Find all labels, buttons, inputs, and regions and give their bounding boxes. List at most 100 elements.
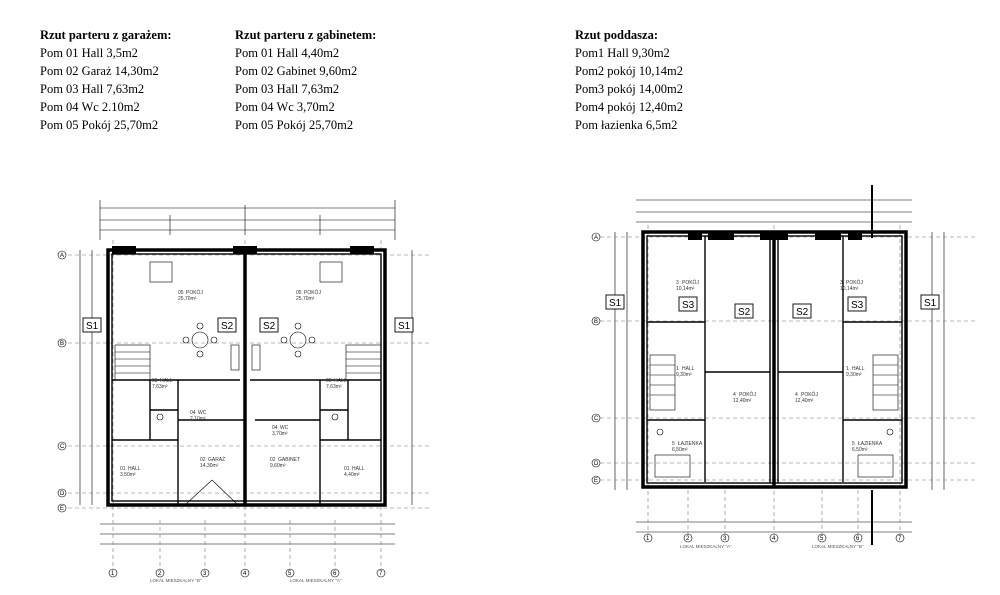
section-marker: S2: [259, 317, 279, 333]
lokal-label: LOKAL MIESZKALNY "B": [812, 544, 864, 549]
legend-item: Pom 02 Gabinet 9,60m2: [235, 64, 358, 78]
section-marker: S1: [394, 317, 414, 333]
lokal-label: LOKAL MIESZKALNY "A": [680, 544, 732, 549]
svg-text:S3: S3: [851, 300, 864, 311]
svg-text:9,30m²: 9,30m²: [676, 372, 692, 378]
axis-row-labels: A B C D E: [57, 250, 67, 513]
svg-text:02: 02: [270, 457, 276, 463]
svg-text:POKÓJ: POKÓJ: [739, 391, 756, 398]
section-marker: S1: [605, 294, 625, 310]
svg-text:HALL: HALL: [852, 366, 865, 372]
svg-text:1: 1: [111, 571, 115, 577]
svg-text:GABINET: GABINET: [278, 457, 300, 463]
svg-text:3,70m²: 3,70m²: [272, 431, 288, 437]
legend-ground-office: Rzut parteru z gabinetem: Pom 01 Hall 4,…: [235, 26, 376, 134]
svg-text:6,50m²: 6,50m²: [672, 447, 688, 453]
svg-text:C: C: [594, 416, 599, 422]
svg-text:HALL: HALL: [160, 378, 173, 384]
legend-item: Pom 04 Wc 2.10m2: [40, 100, 140, 114]
svg-text:B: B: [594, 319, 598, 325]
legend-item: Pom4 pokój 12,40m2: [575, 100, 683, 114]
svg-text:5: 5: [672, 441, 675, 447]
svg-text:1: 1: [646, 536, 650, 542]
svg-text:6: 6: [333, 571, 337, 577]
svg-text:2: 2: [158, 571, 162, 577]
legend-item: Pom 03 Hall 7,63m2: [235, 82, 340, 96]
svg-text:03: 03: [152, 378, 158, 384]
svg-text:S1: S1: [86, 321, 99, 332]
svg-text:S2: S2: [221, 321, 234, 332]
legend-item: Pom 03 Hall 7,63m2: [40, 82, 145, 96]
svg-text:5: 5: [820, 536, 824, 542]
svg-text:03: 03: [326, 378, 332, 384]
svg-text:12,40m²: 12,40m²: [795, 398, 814, 404]
svg-text:POKÓJ: POKÓJ: [682, 279, 699, 286]
legend-item: Pom3 pokój 14,00m2: [575, 82, 683, 96]
svg-text:1: 1: [846, 366, 849, 372]
legend-item: Pom 01 Hall 3,5m2: [40, 46, 138, 60]
svg-text:HALL: HALL: [682, 366, 695, 372]
section-marker: S3: [678, 296, 698, 312]
svg-text:01: 01: [344, 466, 350, 472]
svg-text:POKÓJ: POKÓJ: [304, 289, 321, 296]
legend-title: Rzut parteru z garażem:: [40, 28, 172, 42]
legend-ground-garage: Rzut parteru z garażem: Pom 01 Hall 3,5m…: [40, 26, 172, 134]
svg-text:04: 04: [272, 425, 278, 431]
svg-text:4: 4: [772, 536, 776, 542]
svg-text:A: A: [594, 235, 598, 241]
svg-text:HALL: HALL: [334, 378, 347, 384]
room-labels: 3 POKÓJ 10,14m² 3 POKÓJ 10,14m² 1 HALL 9…: [672, 279, 883, 453]
svg-text:7: 7: [898, 536, 902, 542]
svg-text:S2: S2: [263, 321, 276, 332]
svg-text:A: A: [60, 253, 64, 259]
svg-text:7,63m²: 7,63m²: [326, 384, 342, 390]
svg-text:D: D: [60, 491, 65, 497]
plan-ground-floor: S1 S2 S2 S1 A B C D E 1 2 3 4 5 6: [57, 200, 430, 583]
lokal-label: LOKAL MIESZKALNY "B": [150, 578, 202, 583]
section-marker: S3: [847, 296, 867, 312]
svg-text:14,30m²: 14,30m²: [200, 463, 219, 469]
section-marker: S2: [217, 317, 237, 333]
svg-text:S2: S2: [738, 307, 751, 318]
svg-text:7,63m²: 7,63m²: [152, 384, 168, 390]
axis-col-labels: 1 2 3 4 5 6 7: [643, 533, 905, 543]
svg-text:25,70m²: 25,70m²: [178, 296, 197, 302]
svg-text:C: C: [60, 444, 65, 450]
svg-text:S1: S1: [924, 298, 937, 309]
svg-text:ŁAZIENKA: ŁAZIENKA: [678, 441, 703, 447]
svg-text:6,50m²: 6,50m²: [852, 447, 868, 453]
svg-text:12,40m²: 12,40m²: [733, 398, 752, 404]
svg-text:S1: S1: [609, 298, 622, 309]
legend-item: Pom2 pokój 10,14m2: [575, 64, 683, 78]
svg-text:D: D: [594, 461, 599, 467]
section-marker: S1: [82, 317, 102, 333]
svg-text:POKÓJ: POKÓJ: [186, 289, 203, 296]
svg-text:HALL: HALL: [128, 466, 141, 472]
axis-row-labels: A B C D E: [591, 232, 601, 485]
stairs: [114, 344, 382, 381]
legend-item: Pom 04 Wc 3,70m2: [235, 100, 335, 114]
svg-text:9,30m²: 9,30m²: [846, 372, 862, 378]
section-marker: S2: [792, 303, 812, 319]
lokal-label: LOKAL MIESZKALNY "A": [290, 578, 342, 583]
svg-text:9,60m²: 9,60m²: [270, 463, 286, 469]
plan-attic: S1 S3 S2 S2 S3 S1 A B C D E: [591, 185, 975, 549]
furniture: [654, 428, 894, 478]
svg-text:3: 3: [203, 571, 207, 577]
room-labels: 05 POKÓJ 25,70m² 05 POKÓJ 25,70m² 03 HAL…: [120, 289, 365, 478]
svg-text:25,70m²: 25,70m²: [296, 296, 315, 302]
legend-item: Pom1 Hall 9,30m2: [575, 46, 670, 60]
furniture: [149, 261, 343, 506]
legend-item: Pom 05 Pokój 25,70m2: [235, 118, 354, 132]
stairs: [649, 354, 899, 411]
svg-text:5: 5: [288, 571, 292, 577]
svg-text:WC: WC: [198, 410, 207, 416]
svg-text:B: B: [60, 341, 64, 347]
section-marker: S1: [920, 294, 940, 310]
legend-item: Pom 05 Pokój 25,70m2: [40, 118, 159, 132]
svg-text:POKÓJ: POKÓJ: [801, 391, 818, 398]
svg-text:3,50m²: 3,50m²: [120, 472, 136, 478]
svg-text:WC: WC: [280, 425, 289, 431]
svg-text:S2: S2: [796, 307, 809, 318]
svg-text:05: 05: [178, 290, 184, 296]
